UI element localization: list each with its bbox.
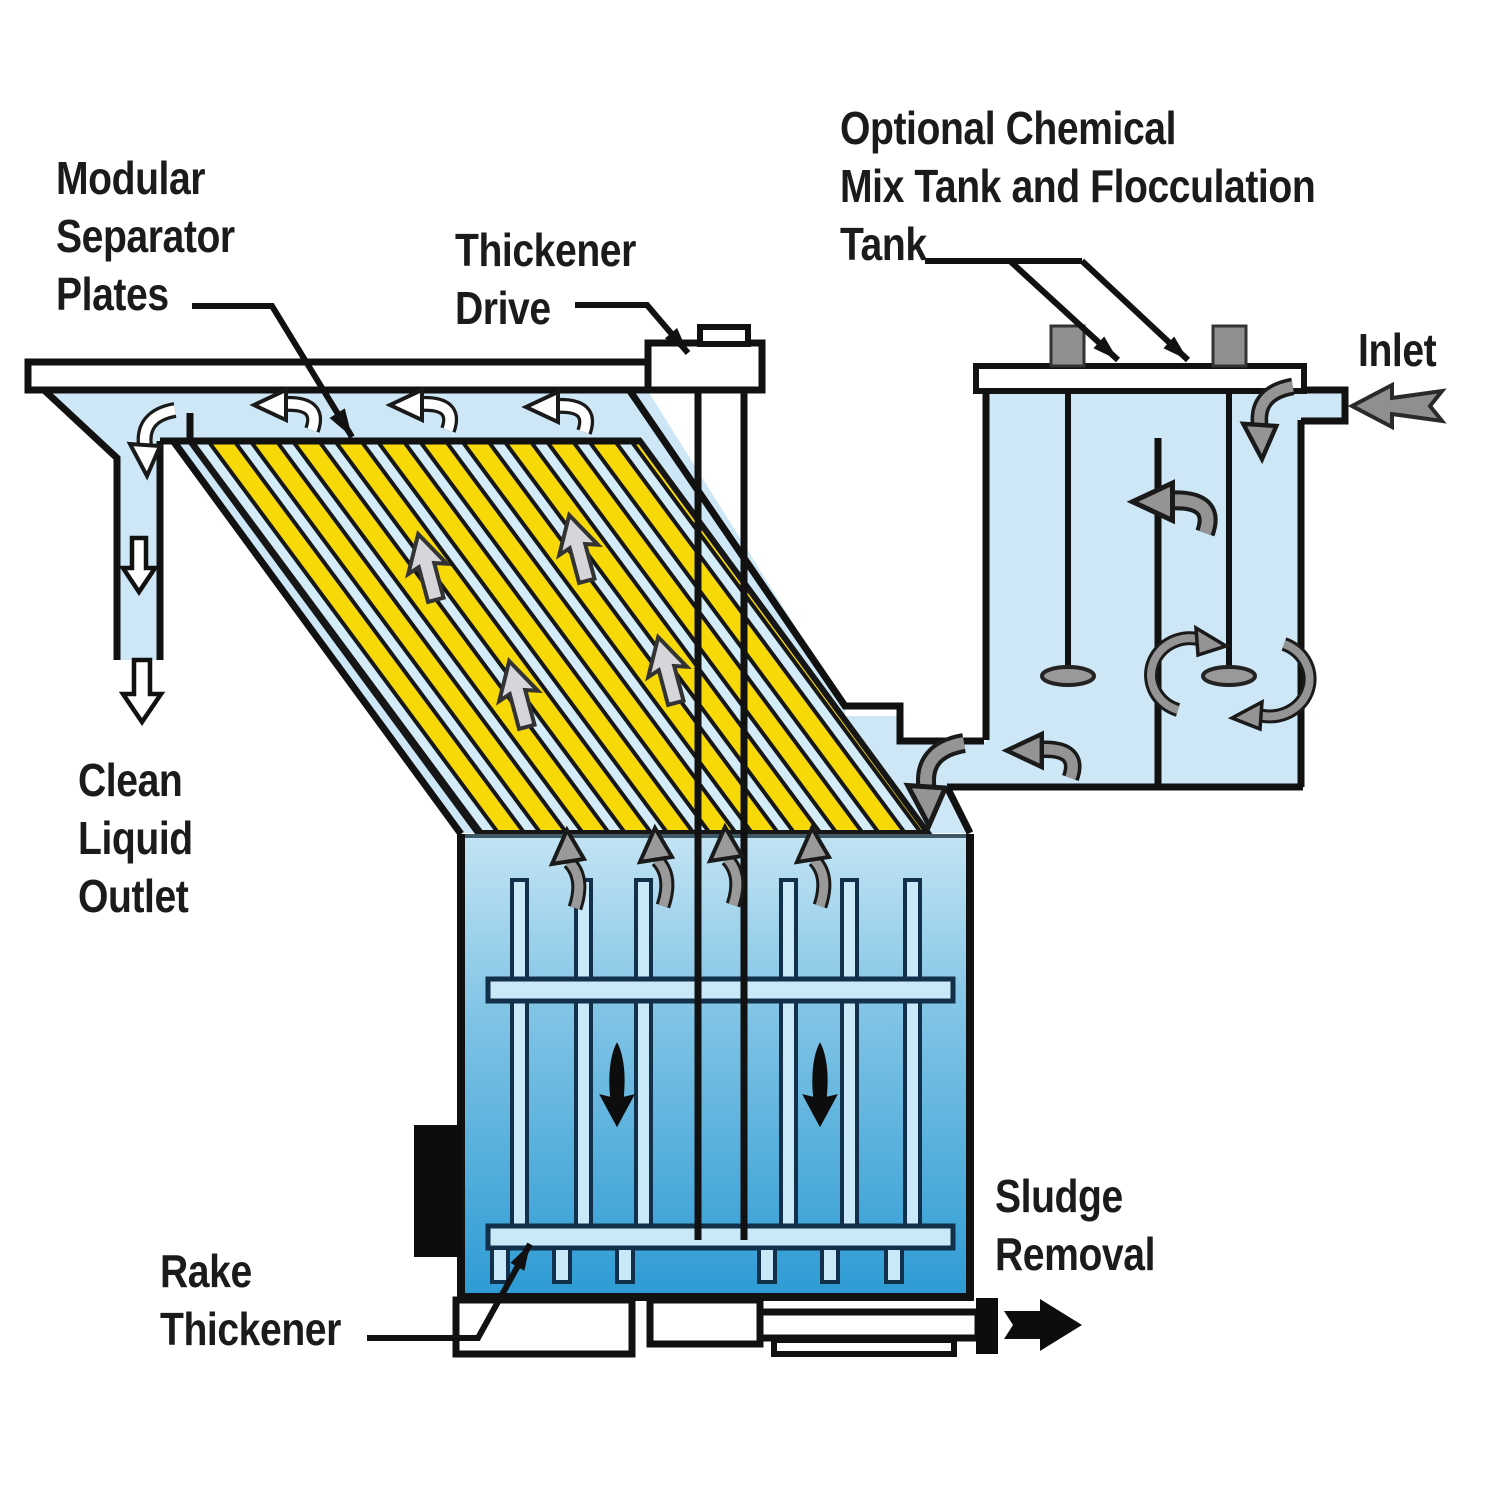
label-inlet: Inlet — [1358, 324, 1437, 376]
leader-arrowheads — [329, 328, 1188, 1271]
label-sludge-removal: Sludge Removal — [995, 1170, 1156, 1280]
tank-wall-tab — [414, 1125, 462, 1257]
thickener-drive-cap — [697, 324, 751, 347]
label-clean-liquid-outlet: Clean Liquid Outlet — [78, 754, 193, 922]
rake-bottom-beam — [485, 1223, 956, 1251]
mixer-motor-icon — [1049, 324, 1086, 368]
thickener-tank-water — [461, 834, 970, 1297]
clean-liquid-down-arrows — [118, 535, 166, 727]
inlet-arrow — [1347, 381, 1447, 431]
mix-tank-stirrers — [1040, 390, 1257, 687]
flocculator-motor-icon — [1211, 324, 1248, 368]
mix-tank-rim — [973, 363, 1307, 394]
top-deck — [24, 358, 660, 394]
rake-mid-beam — [485, 976, 956, 1004]
separator-plate-pack — [184, 438, 934, 836]
thickener-drive-box — [644, 339, 766, 394]
flocculator-rotation-arrows — [1144, 624, 1317, 732]
label-rake-thickener: Rake Thickener — [160, 1245, 341, 1355]
label-thickener-drive: Thickener Drive — [455, 224, 636, 334]
label-optional-chemical-tank: Optional Chemical Mix Tank and Flocculat… — [840, 102, 1316, 270]
vessel-outlines — [41, 386, 1349, 837]
tank-base — [452, 1296, 982, 1358]
sludge-pipe-flange — [976, 1298, 998, 1354]
sludge-removal-arrow — [1004, 1299, 1082, 1351]
rake-teeth — [490, 1246, 904, 1284]
label-modular-separator-plates: Modular Separator Plates — [56, 152, 235, 320]
thickener-drive-shafts — [694, 390, 748, 1240]
mix-tank-water — [903, 392, 1342, 784]
